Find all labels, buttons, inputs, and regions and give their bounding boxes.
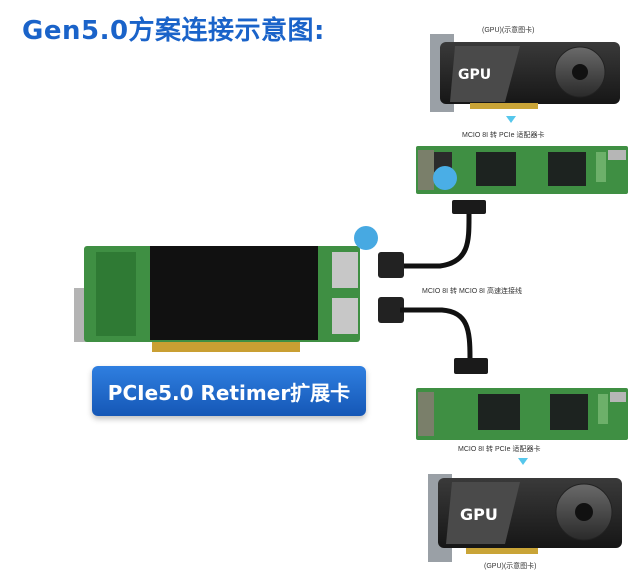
retimer-badge: PCIe5.0 Retimer扩展卡 bbox=[92, 366, 366, 416]
retimer-components bbox=[96, 252, 136, 336]
adapter-bottom-slot bbox=[478, 394, 520, 430]
retimer-edge-connector bbox=[152, 342, 300, 352]
arrow-down-icon bbox=[506, 116, 516, 123]
gpu-top-panel bbox=[450, 46, 520, 102]
gpu-bottom-panel bbox=[446, 482, 520, 544]
adapter-top-marker bbox=[433, 166, 457, 190]
gpu-bottom-label: GPU bbox=[460, 505, 498, 524]
retimer-marker bbox=[354, 226, 378, 250]
gpu-bottom-connector bbox=[466, 548, 538, 554]
retimer-port-1 bbox=[332, 252, 358, 288]
retimer-heatsink bbox=[150, 246, 318, 340]
adapter-top-slot bbox=[476, 152, 516, 186]
adapter-top-chip bbox=[596, 152, 606, 182]
retimer-port-2 bbox=[332, 298, 358, 334]
adapter-top-slot-2 bbox=[548, 152, 586, 186]
adapter-bottom-header bbox=[610, 392, 626, 402]
adapter-bottom-chip bbox=[598, 394, 608, 424]
arrow-down-icon-2 bbox=[518, 458, 528, 465]
cable-bottom-wire bbox=[400, 307, 473, 359]
cable-top-connector bbox=[452, 200, 486, 214]
adapter-bottom-bracket bbox=[418, 392, 434, 436]
cable-caption: MCIO 8I 转 MCIO 8I 高速连接线 bbox=[422, 286, 522, 295]
cable-bottom bbox=[378, 297, 488, 374]
adapter-top-bracket bbox=[418, 150, 434, 190]
adapter-bottom-caption: MCIO 8I 转 PCIe 适配器卡 bbox=[458, 444, 540, 453]
cable-bottom-plug bbox=[378, 297, 404, 323]
gpu-top-fan-hub bbox=[572, 64, 588, 80]
cable-top-plug bbox=[378, 252, 404, 278]
cable-top bbox=[378, 200, 486, 278]
adapter-top-caption: MCIO 8I 转 PCIe 适配器卡 bbox=[462, 130, 544, 139]
gpu-bottom-caption: (GPU)(示意图卡) bbox=[484, 561, 537, 570]
gpu-card-top: GPU bbox=[430, 34, 620, 112]
gpu-top-label: GPU bbox=[458, 67, 491, 83]
adapter-bottom-slot-2 bbox=[550, 394, 588, 430]
adapter-card-bottom bbox=[416, 388, 628, 440]
gpu-card-bottom: GPU bbox=[428, 474, 622, 562]
page-title: Gen5.0方案连接示意图: bbox=[22, 16, 325, 46]
cable-bottom-connector bbox=[454, 358, 488, 374]
retimer-card bbox=[74, 226, 378, 352]
gpu-top-caption: (GPU)(示意图卡) bbox=[482, 25, 535, 34]
cable-top-wire bbox=[400, 213, 472, 269]
gpu-bottom-fan-hub bbox=[575, 503, 593, 521]
adapter-bottom-pcb bbox=[416, 388, 628, 440]
gpu-top-connector bbox=[470, 103, 538, 109]
adapter-top-header bbox=[608, 150, 626, 160]
adapter-card-top bbox=[416, 146, 628, 194]
